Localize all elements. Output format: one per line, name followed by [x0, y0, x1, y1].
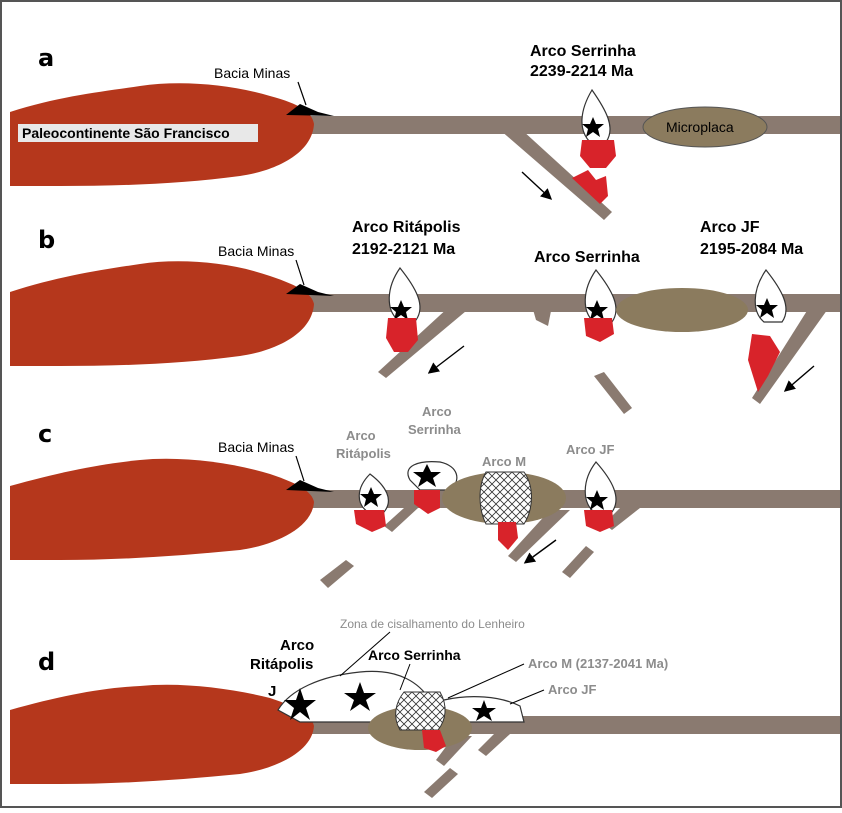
arc-jf-label-c: Arco JF: [566, 442, 614, 457]
arc-m-hatched-d: [396, 692, 445, 730]
arc-serrinha-age-a: 2239-2214 Ma: [530, 63, 633, 80]
arc-ritapolis-label-b: Arco Ritápolis: [352, 219, 461, 236]
arc-serrinha-label-b: Arco Serrinha: [534, 249, 640, 266]
arc-ritapolis-label-c1: Arco: [346, 428, 376, 443]
arc-jf-label-b: Arco JF: [700, 219, 760, 236]
arc-ritapolis-label-c2: Ritápolis: [336, 446, 391, 461]
arc-m-label-c: Arco M: [482, 454, 526, 469]
arc-serrinha-label-c2: Serrinha: [408, 422, 462, 437]
arc-ritapolis-label-d2: Ritápolis: [250, 656, 313, 673]
bacia-label-c: Bacia Minas: [218, 439, 294, 455]
panel-label-a: a: [38, 44, 54, 72]
panel-label-c: c: [38, 420, 52, 448]
continent-label-a: Paleocontinente São Francisco: [22, 125, 230, 141]
bacia-label-b: Bacia Minas: [218, 243, 294, 259]
panel-label-b: b: [38, 226, 55, 254]
arc-ritapolis-age-b: 2192-2121 Ma: [352, 241, 455, 258]
shear-zone-label-d: Zona de cisalhamento do Lenheiro: [340, 617, 525, 631]
arc-ritapolis-label-d1: Arco: [280, 637, 314, 654]
arc-m-hatched-c: [480, 472, 532, 524]
panel-label-d: d: [38, 648, 55, 676]
arc-serrinha-label-a: Arco Serrinha: [530, 43, 636, 60]
microplate-b: [616, 288, 748, 332]
bacia-label-a: Bacia Minas: [214, 65, 290, 81]
arc-serrinha-label-d: Arco Serrinha: [368, 647, 461, 663]
arc-jf-label-d: Arco JF: [548, 682, 596, 697]
arc-jf-age-b: 2195-2084 Ma: [700, 241, 803, 258]
microplate-label-a: Microplaca: [666, 119, 734, 135]
arc-serrinha-label-c1: Arco: [422, 404, 452, 419]
j-label-d: J: [268, 683, 276, 700]
arc-m-label-d: Arco M (2137-2041 Ma): [528, 656, 668, 671]
